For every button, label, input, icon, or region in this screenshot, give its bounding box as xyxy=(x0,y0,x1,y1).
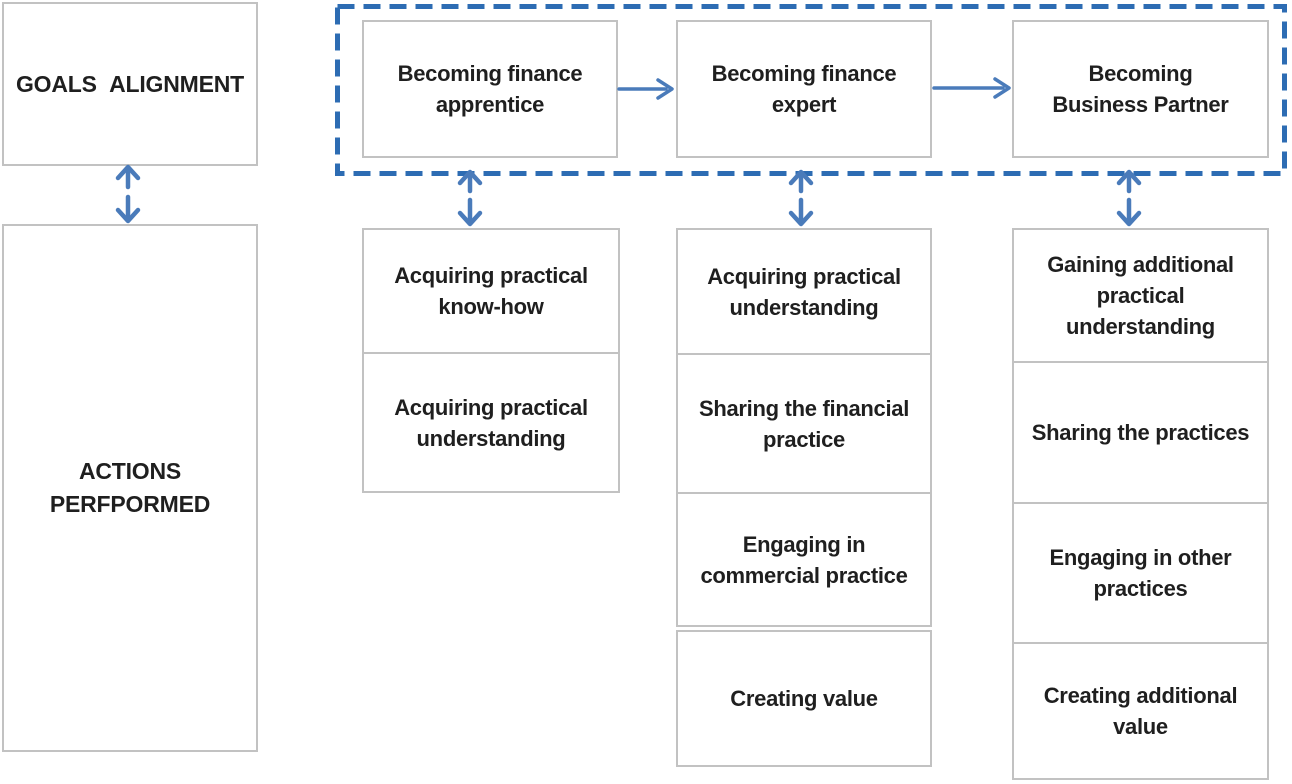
action-box: Acquiring practical understanding xyxy=(362,352,620,493)
action-label: Creating value xyxy=(730,686,878,711)
action-box: Creating additional value xyxy=(1012,642,1269,780)
actions-performed-label: ACTIONS PERFPORMED xyxy=(49,458,211,517)
action-box: Sharing the practices xyxy=(1012,361,1269,504)
action-label: Creating additional value xyxy=(1043,683,1238,739)
up-down-arrows-icon xyxy=(115,164,141,224)
actions-performed-box: ACTIONS PERFPORMED xyxy=(2,224,258,752)
action-box: Acquiring practical understanding xyxy=(676,228,932,355)
action-label: Engaging in commercial practice xyxy=(700,531,908,588)
stage-box-business-partner: Becoming Business Partner xyxy=(1012,20,1269,158)
stage-label: Becoming finance expert xyxy=(711,61,897,117)
goals-alignment-label: GOALS ALIGNMENT xyxy=(15,70,245,97)
up-down-arrows-icon xyxy=(1116,169,1142,227)
action-box: Engaging in other practices xyxy=(1012,502,1269,644)
stage-label: Becoming finance apprentice xyxy=(397,61,583,117)
action-label: Acquiring practical understanding xyxy=(394,394,588,451)
up-down-arrows-icon xyxy=(457,169,483,227)
pathway-dashed-frame xyxy=(335,4,1287,176)
action-box: Sharing the financial practice xyxy=(676,353,932,494)
action-label: Engaging in other practices xyxy=(1049,545,1232,601)
action-box: Acquiring practical know-how xyxy=(362,228,620,354)
goals-alignment-box: GOALS ALIGNMENT xyxy=(2,2,258,166)
action-label: Sharing the practices xyxy=(1031,420,1250,445)
action-label: Acquiring practical understanding xyxy=(707,263,901,320)
stage-label: Becoming Business Partner xyxy=(1052,61,1229,117)
action-label: Gaining additional practical understandi… xyxy=(1047,252,1234,339)
right-arrow-icon xyxy=(932,77,1011,99)
up-down-arrows-icon xyxy=(788,169,814,227)
stage-box-expert: Becoming finance expert xyxy=(676,20,932,158)
action-box: Creating value xyxy=(676,630,932,767)
right-arrow-icon xyxy=(617,78,674,100)
stage-box-apprentice: Becoming finance apprentice xyxy=(362,20,618,158)
action-label: Sharing the financial practice xyxy=(698,395,910,452)
action-box: Engaging in commercial practice xyxy=(676,492,932,627)
action-label: Acquiring practical know-how xyxy=(394,263,588,319)
action-box: Gaining additional practical understandi… xyxy=(1012,228,1269,363)
